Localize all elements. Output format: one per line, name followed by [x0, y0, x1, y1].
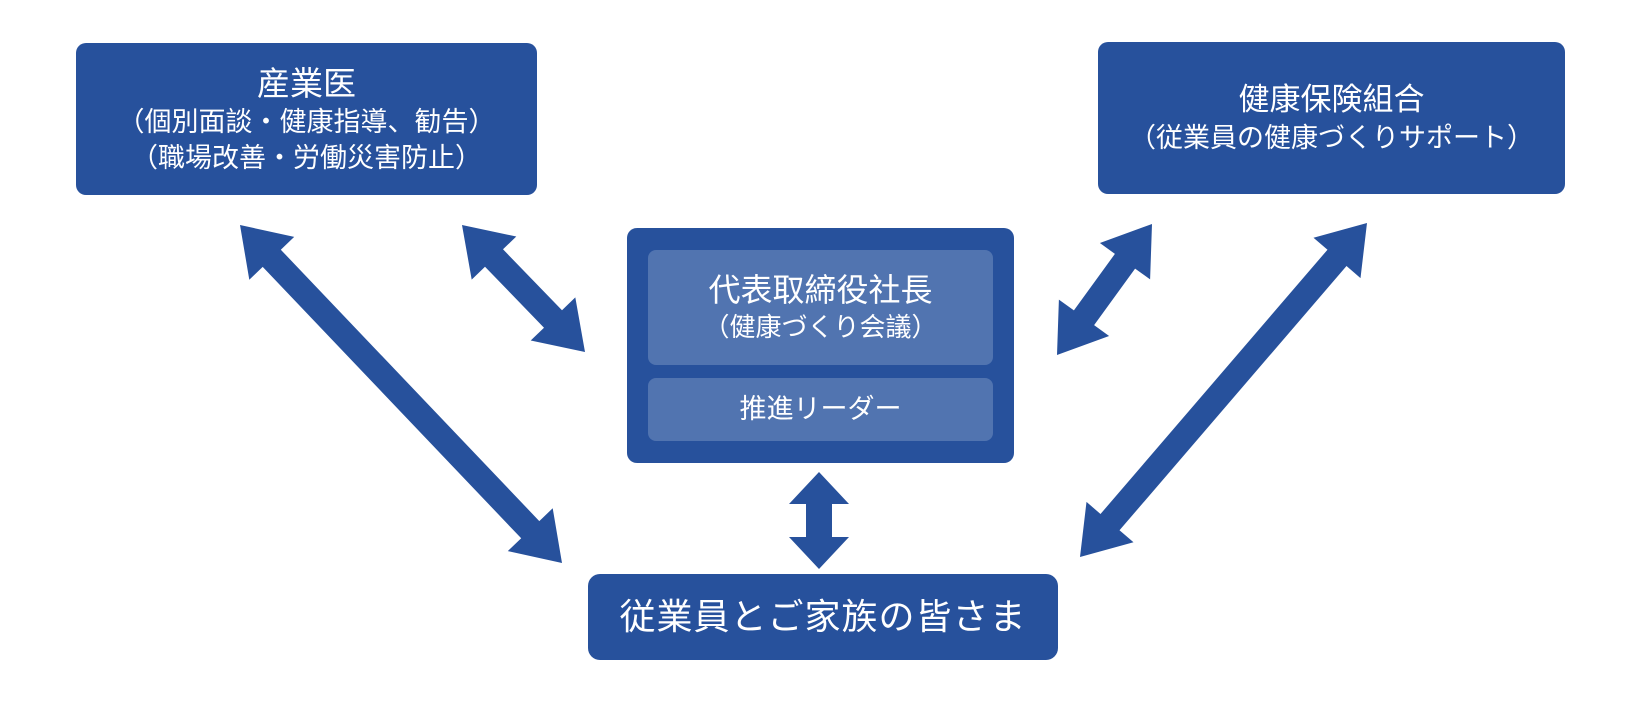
promotion-leader-label: 推進リーダー — [739, 393, 902, 424]
industrial-physician-title: 産業医 — [257, 64, 356, 102]
node-industrial-physician: 産業医 （個別面談・健康指導、勧告） （職場改善・労働災害防止） — [76, 43, 537, 195]
president-title: 代表取締役社長 — [708, 271, 933, 308]
president-subtitle: （健康づくり会議） — [703, 312, 938, 343]
health-insurance-union-detail: （従業員の健康づくりサポート） — [1129, 122, 1534, 153]
industrial-physician-detail-1: （個別面談・健康指導、勧告） — [117, 107, 496, 138]
industrial-physician-detail-2: （職場改善・労働災害防止） — [131, 142, 482, 173]
node-health-insurance-union: 健康保険組合 （従業員の健康づくりサポート） — [1098, 42, 1565, 194]
node-president-group: 代表取締役社長 （健康づくり会議） 推進リーダー — [627, 228, 1014, 463]
arrow-doctor-employees — [240, 225, 562, 563]
node-president: 代表取締役社長 （健康づくり会議） — [648, 250, 993, 365]
arrow-president-employees — [789, 472, 849, 569]
arrow-doctor-president — [462, 225, 585, 352]
arrow-president-insurance — [1057, 224, 1152, 355]
health-insurance-union-title: 健康保険組合 — [1238, 81, 1425, 117]
arrow-insurance-employees — [1080, 223, 1367, 557]
node-employees-and-families: 従業員とご家族の皆さま — [588, 574, 1058, 660]
node-promotion-leader: 推進リーダー — [648, 378, 993, 441]
employees-and-families-label: 従業員とご家族の皆さま — [619, 596, 1027, 638]
